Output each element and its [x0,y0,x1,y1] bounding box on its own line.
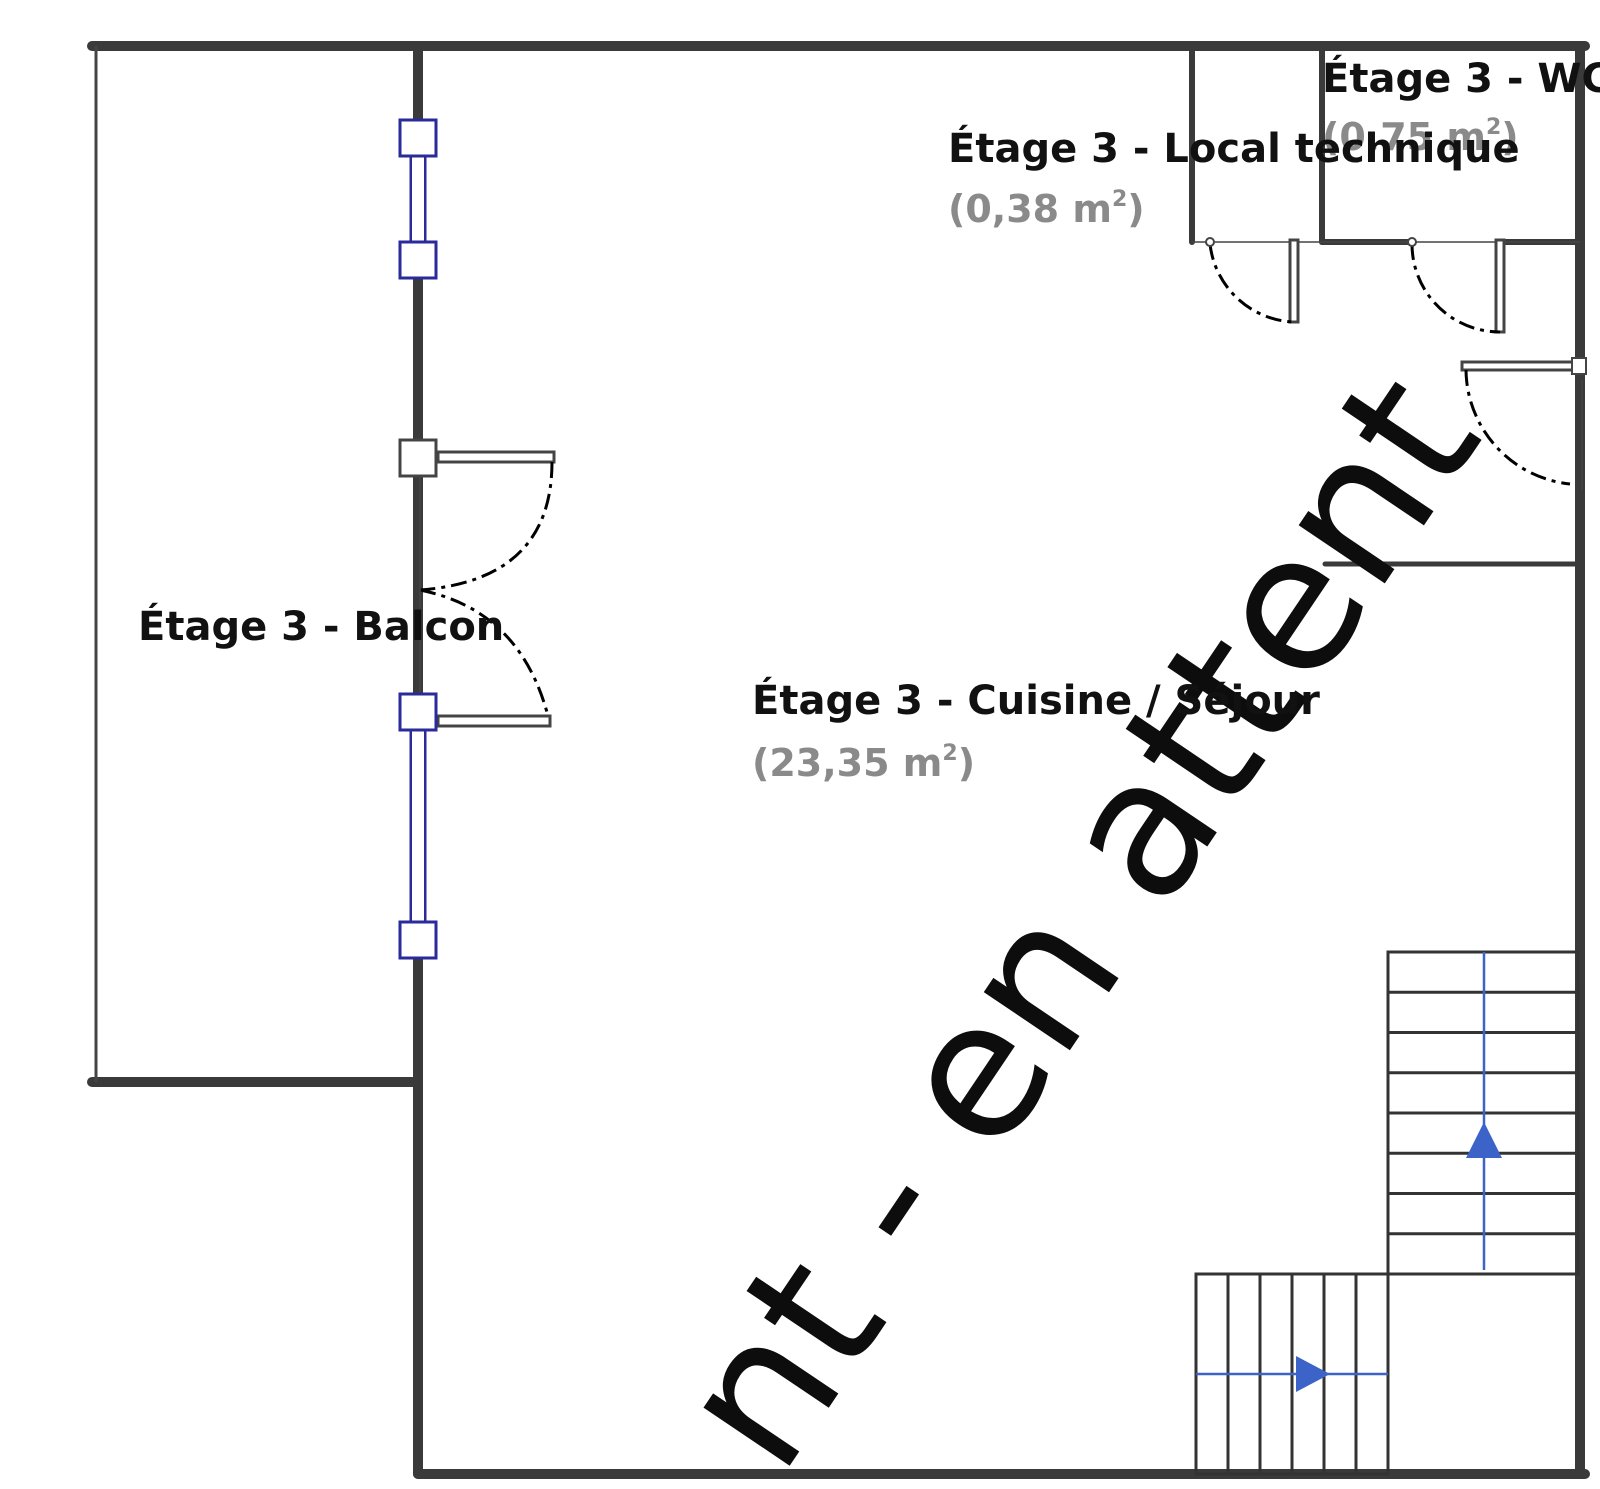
window-2-frame-top [398,692,438,732]
wc-door-swing [1410,243,1501,334]
window-2-glass [412,726,424,926]
exterior-walls [87,41,1590,1479]
window-1-frame-top [398,118,438,158]
window-2-frame-bottom [398,920,438,960]
door-hinge [1407,237,1417,247]
balcony-door-leaf-bottom [436,714,552,728]
balcony-door-swing-top [419,461,554,592]
window-1-glass [412,150,424,246]
balcony-door-swing-bottom [419,588,550,717]
room-label-local-technique: Étage 3 - Local technique [948,124,1520,172]
room-label-wc: Étage 3 - WC [1322,54,1600,102]
windows [398,118,438,960]
local-door-swing [1208,243,1295,324]
room-area-cuisine-sejour: (23,35 m2) [752,741,975,785]
east-door-leaf [1460,360,1582,372]
east-door-jamb [1571,357,1587,375]
balcony-door-leaf-top [436,450,556,464]
room-area-wc: (0,75 m2) [1322,115,1519,159]
staircase [1194,950,1580,1476]
small-rooms-partitions [1189,43,1583,567]
stair-arrow-up-icon [1466,1122,1502,1158]
doors [419,237,1587,728]
room-label-balcon: Étage 3 - Balcon [138,602,504,650]
wc-door-leaf [1494,238,1506,334]
window-1-frame-bottom [398,240,438,280]
east-door-swing [1464,369,1571,486]
balcony-door-frame-top [398,438,438,478]
room-area-local-technique: (0,38 m2) [948,187,1145,231]
door-hinge [1205,237,1215,247]
room-label-cuisine-sejour: Étage 3 - Cuisine / Séjour [752,676,1320,724]
local-door-leaf [1288,238,1300,324]
stair-arrow-right-icon [1296,1356,1330,1392]
